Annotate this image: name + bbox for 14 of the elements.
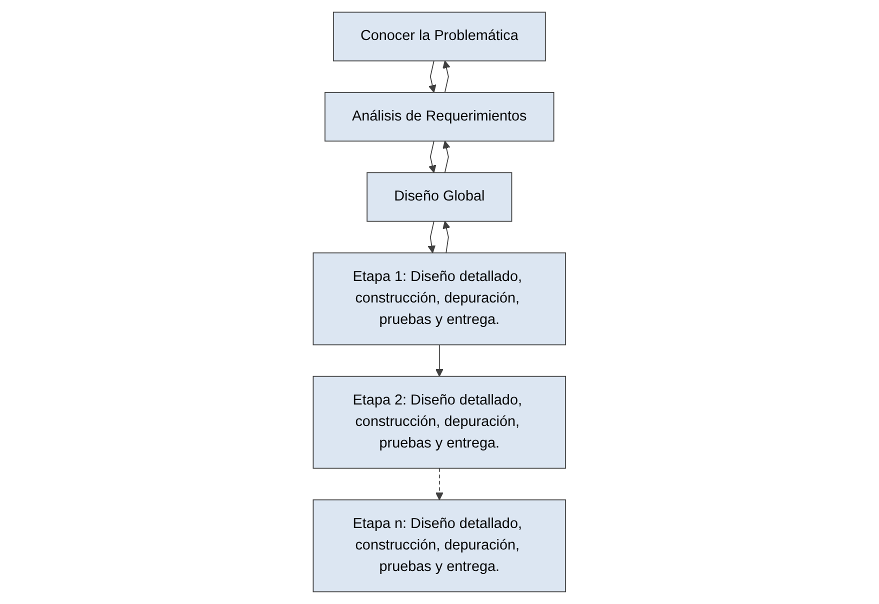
node-box: Diseño Global	[366, 172, 512, 222]
node-box: Conocer la Problemática	[333, 12, 546, 62]
node-box: Análisis de Requerimientos	[324, 92, 554, 142]
arrow	[428, 60, 436, 93]
arrow	[436, 344, 444, 377]
node-box: Etapa n: Diseño detallado, construcción, depuración, pruebas y entrega.	[312, 499, 566, 592]
arrow	[428, 220, 436, 254]
arrow	[436, 468, 444, 500]
node-box: Etapa 2: Diseño detallado, construcción, depuración, pruebas y entrega.	[312, 376, 566, 469]
arrow	[442, 140, 450, 174]
arrow	[442, 220, 450, 254]
arrow	[442, 60, 450, 93]
arrow	[428, 140, 436, 174]
node-box: Etapa 1: Diseño detallado, construcción, depuración, pruebas y entrega.	[312, 252, 566, 346]
